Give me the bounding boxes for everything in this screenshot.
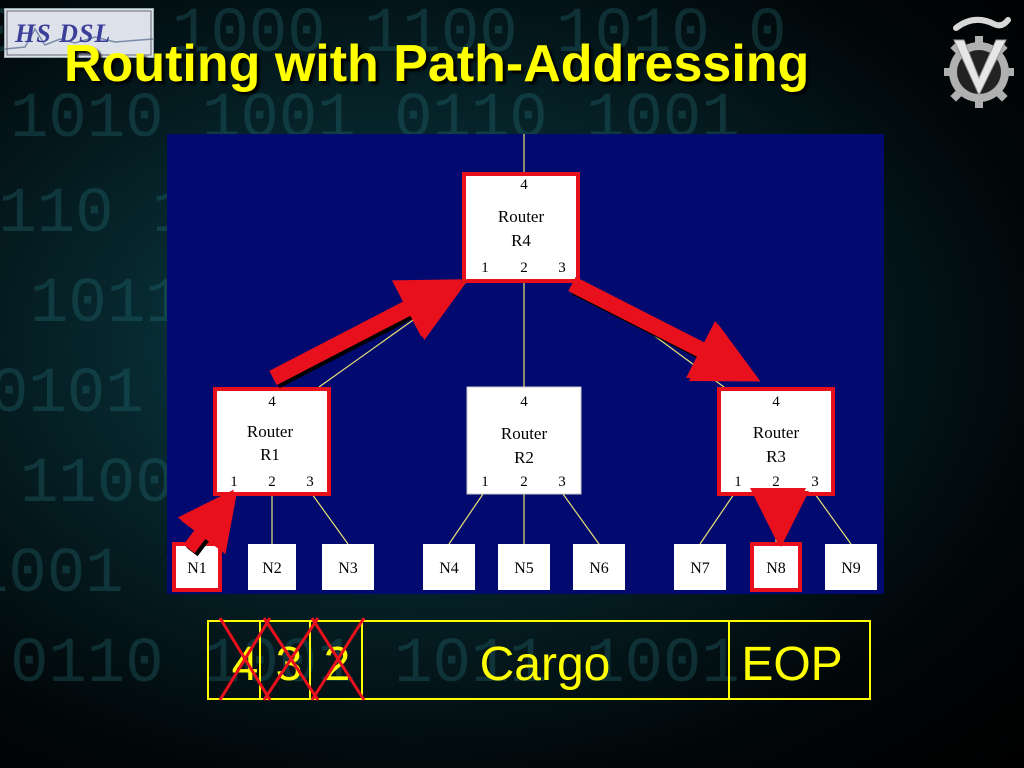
cross-mark (310, 617, 366, 701)
arrow-r3-to-n8 (750, 488, 809, 547)
path-field-3: 2 (324, 638, 351, 691)
router-r3: 4 Router R3 1 2 3 (717, 387, 835, 496)
node-n1-label: N1 (187, 560, 207, 577)
arrow-r4-to-r3 (568, 276, 761, 382)
cargo-label: Cargo (480, 638, 611, 691)
cross-mark (218, 617, 272, 701)
cross-mark (262, 617, 320, 701)
node-n4-label: N4 (439, 560, 459, 577)
router-r1-port-3: 3 (306, 474, 314, 490)
router-r4-port-3: 3 (558, 260, 566, 276)
router-r1: 4 Router R1 1 2 3 (213, 387, 331, 496)
logo-wave-graphic (5, 10, 153, 56)
router-r3-name: Router (753, 423, 800, 442)
arrow-n1-to-r1 (177, 489, 237, 557)
node-n8: N8 (750, 542, 802, 592)
node-n7: N7 (674, 544, 726, 590)
node-n3-label: N3 (338, 560, 358, 577)
router-r4: 4 Router R4 1 2 3 (462, 172, 580, 283)
hs-dsl-logo: HS DSL (4, 8, 154, 58)
network-diagram-canvas: 4 Router R4 1 2 3 4 Router R1 1 2 3 4 Ro… (172, 134, 877, 592)
network-diagram: 4 Router R4 1 2 3 4 Router R1 1 2 3 4 Ro… (167, 134, 884, 594)
slide-title: Routing with Path-Addressing (64, 35, 810, 93)
node-n9: N9 (825, 544, 877, 590)
cross-mark (262, 617, 320, 701)
technion-emblem-icon (944, 16, 1014, 108)
router-r2-label: R2 (514, 448, 534, 467)
router-r2-port-2: 2 (520, 474, 528, 490)
node-n8-label: N8 (766, 560, 786, 577)
router-r3-port-3: 3 (811, 474, 819, 490)
router-r3-label: R3 (766, 447, 786, 466)
router-r4-top-port: 4 (520, 177, 528, 193)
cross-mark (218, 617, 272, 701)
node-n7-label: N7 (690, 560, 710, 577)
path-field-2: 3 (276, 638, 303, 691)
node-n9-label: N9 (841, 560, 861, 577)
router-r1-port-2: 2 (268, 474, 276, 490)
node-n6-label: N6 (589, 560, 609, 577)
router-r4-port-1: 1 (481, 260, 489, 276)
link-r3-n7 (699, 493, 735, 545)
router-r4-port-2: 2 (520, 260, 528, 276)
cross-mark (310, 617, 366, 701)
router-r3-port-2: 2 (772, 474, 780, 490)
packet-frame (207, 620, 871, 700)
logo-text: HS DSL (15, 19, 112, 48)
node-n2: N2 (248, 544, 296, 590)
node-n4: N4 (423, 544, 475, 590)
eop-label: EOP (741, 638, 842, 691)
router-r2-port-1: 1 (481, 474, 489, 490)
crossed-out-marks (218, 617, 366, 701)
router-r2-port-3: 3 (558, 474, 566, 490)
node-n3: N3 (322, 544, 374, 590)
router-r2: 4 Router R2 1 2 3 (466, 386, 582, 495)
arrow-r1-to-r4 (269, 279, 467, 389)
node-n5-label: N5 (514, 560, 534, 577)
link-r2-n6 (562, 493, 600, 545)
router-r1-label: R1 (260, 445, 280, 464)
path-field-1: 4 (232, 638, 259, 691)
router-r1-name: Router (247, 422, 294, 441)
link-r2-n4 (448, 493, 484, 545)
bg-digit-row: 0110 1001 1011 1001 (10, 629, 740, 701)
router-r1-top-port: 4 (268, 394, 276, 410)
router-r3-top-port: 4 (772, 394, 780, 410)
router-r1-port-1: 1 (230, 474, 238, 490)
link-r3-n9 (814, 493, 852, 545)
node-n6: N6 (573, 544, 625, 590)
link-r1-n3 (311, 493, 349, 545)
packet-outline (207, 620, 871, 700)
router-r2-top-port: 4 (520, 394, 528, 410)
node-n5: N5 (498, 544, 550, 590)
node-n2-label: N2 (262, 560, 282, 577)
router-r2-name: Router (501, 424, 548, 443)
router-r4-name: Router (498, 207, 545, 226)
route-arrows (177, 276, 809, 557)
router-r3-port-1: 1 (734, 474, 742, 490)
router-r4-label: R4 (511, 231, 531, 250)
